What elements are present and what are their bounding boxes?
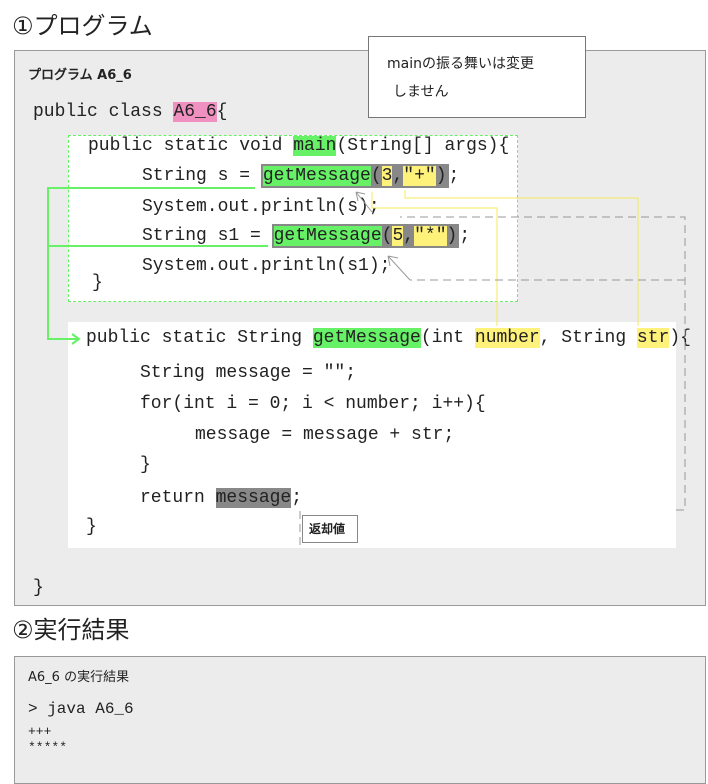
return-arrow-icon <box>387 255 411 281</box>
code-brace: } <box>92 273 103 293</box>
code-line-return: return message; <box>140 488 303 508</box>
callout-line2: しません <box>393 84 449 100</box>
return-arrow-icon <box>355 191 373 213</box>
program-label: プログラム A6_6 <box>28 68 132 83</box>
return-dashed-line <box>299 216 686 548</box>
code-line-concat: message = message + str; <box>195 425 455 445</box>
call-arrow-1 <box>47 187 255 340</box>
return-value-label: 返却値 <box>302 515 358 543</box>
result-output-2: ***** <box>28 740 68 755</box>
section1-title: ①プログラム <box>12 12 153 40</box>
result-label: A6_6 の実行結果 <box>28 670 130 685</box>
code-line-s1: String s1 = getMessage(5,"*"); <box>142 224 471 248</box>
code-brace: } <box>86 517 97 537</box>
code-brace: } <box>140 455 151 475</box>
code-line-class: public class A6_6{ <box>33 102 228 122</box>
callout-box: mainの振る舞いは変更 しません <box>368 36 586 118</box>
callout-line1: mainの振る舞いは変更 <box>387 56 534 72</box>
code-line-s: String s = getMessage(3,"+"); <box>142 164 460 188</box>
code-line-print-s: System.out.println(s); <box>142 197 380 217</box>
section2-title: ②実行結果 <box>12 616 130 644</box>
arrow-head-icon <box>71 333 81 345</box>
getmessage-method-box <box>68 322 676 548</box>
param-number-line <box>371 192 498 326</box>
code-line-print-s1: System.out.println(s1); <box>142 256 391 276</box>
code-line-for: for(int i = 0; i < number; i++){ <box>140 394 486 414</box>
code-line-message: String message = ""; <box>140 363 357 383</box>
param-str-line <box>404 190 639 326</box>
result-output-1: +++ <box>28 724 52 739</box>
code-line-getmessage: public static String getMessage(int numb… <box>86 328 691 348</box>
main-method-box <box>68 135 518 302</box>
result-command: > java A6_6 <box>28 700 134 718</box>
code-line-main: public static void main(String[] args){ <box>88 136 510 156</box>
result-panel <box>14 656 706 784</box>
code-brace: } <box>33 578 44 598</box>
